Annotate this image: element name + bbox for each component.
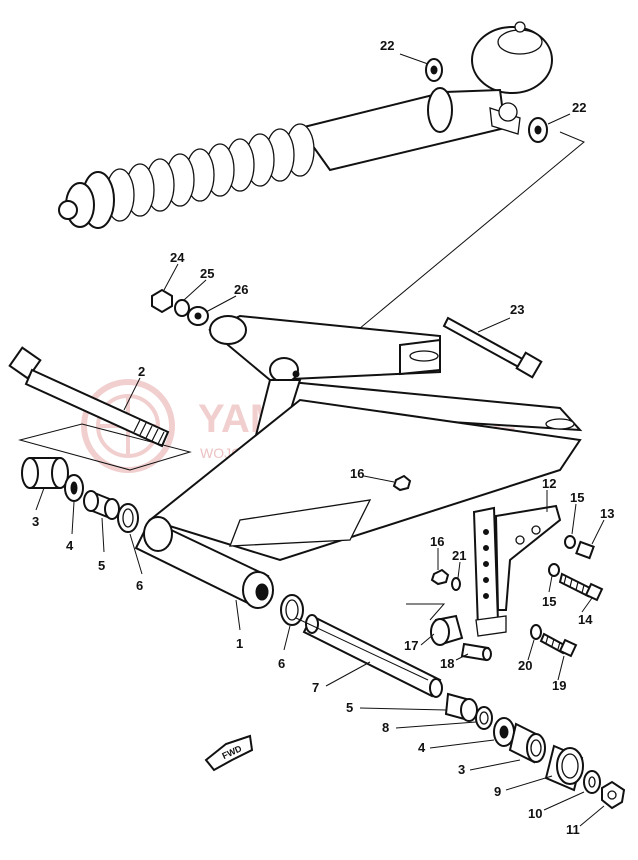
callout-9: 9 xyxy=(494,784,501,799)
callout-16-lower: 16 xyxy=(430,534,444,549)
seal-4-left xyxy=(64,474,84,502)
bushing-3-left xyxy=(21,457,69,489)
washer-20 xyxy=(530,624,542,640)
callout-12: 12 xyxy=(542,476,556,491)
callout-25: 25 xyxy=(200,266,214,281)
assembly-line-shock xyxy=(299,131,585,379)
washer-25 xyxy=(174,299,190,317)
callout-5-left: 5 xyxy=(98,558,105,573)
callout-26: 26 xyxy=(234,282,248,297)
bushing-3-right xyxy=(508,722,546,764)
bushing-5-left xyxy=(83,490,120,520)
nut-16-lower xyxy=(430,568,450,586)
washer-8 xyxy=(475,706,493,730)
callout-22-lower: 22 xyxy=(572,100,586,115)
washer-15-lower xyxy=(548,563,560,577)
callout-3-right: 3 xyxy=(458,762,465,777)
callout-13: 13 xyxy=(600,506,614,521)
bolt-23 xyxy=(442,316,543,379)
callout-10: 10 xyxy=(528,806,542,821)
bushing-5-right xyxy=(444,692,478,722)
callout-8: 8 xyxy=(382,720,389,735)
cap-9 xyxy=(544,744,584,792)
seal-6-left xyxy=(117,503,139,533)
callout-17: 17 xyxy=(404,638,418,653)
seal-4-right xyxy=(493,717,515,747)
washer-15-upper xyxy=(564,535,576,549)
spacer-17 xyxy=(430,614,464,646)
seal-6-right xyxy=(280,594,304,626)
callout-15-upper: 15 xyxy=(570,490,584,505)
callout-20: 20 xyxy=(518,658,532,673)
collar-18 xyxy=(460,642,492,662)
callout-15-lower: 15 xyxy=(542,594,556,609)
bolt-13 xyxy=(575,540,595,560)
callout-2: 2 xyxy=(138,364,145,379)
callout-7: 7 xyxy=(312,680,319,695)
callout-4-left: 4 xyxy=(66,538,74,553)
callout-1: 1 xyxy=(236,636,243,651)
callout-5-right: 5 xyxy=(346,700,353,715)
callout-22-upper: 22 xyxy=(380,38,394,53)
bolt-19 xyxy=(539,632,578,658)
nut-16-top xyxy=(392,474,412,492)
washer-22-upper xyxy=(425,58,443,82)
callout-23: 23 xyxy=(510,302,524,317)
callout-16-top: 16 xyxy=(350,466,364,481)
bracket-12 xyxy=(472,504,562,637)
swingarm-1 xyxy=(134,314,583,609)
callout-4-right: 4 xyxy=(418,740,426,755)
pivot-shaft-2 xyxy=(8,346,192,471)
washer-22-lower xyxy=(528,117,548,143)
callout-6-left: 6 xyxy=(136,578,143,593)
nut-24 xyxy=(151,288,173,314)
fwd-direction-badge: FWD xyxy=(204,734,254,772)
rear-shock-absorber xyxy=(58,21,553,229)
shock-spring xyxy=(105,123,315,222)
callout-14: 14 xyxy=(578,612,593,627)
callout-labels: 22 22 24 25 26 23 2 16 12 15 13 16 21 15… xyxy=(32,38,614,837)
collar-7 xyxy=(295,614,443,698)
callout-18: 18 xyxy=(440,656,454,671)
callout-3-left: 3 xyxy=(32,514,39,529)
nut-11 xyxy=(601,780,626,810)
callout-21: 21 xyxy=(452,548,466,563)
callout-24: 24 xyxy=(170,250,185,265)
washer-10 xyxy=(583,770,601,794)
washer-26 xyxy=(187,306,209,326)
callout-19: 19 xyxy=(552,678,566,693)
leader-lines xyxy=(35,53,605,827)
washer-21 xyxy=(451,577,461,591)
callout-6-right: 6 xyxy=(278,656,285,671)
bolt-14 xyxy=(558,572,604,602)
shaft-2-guide xyxy=(18,423,192,471)
collar-7-axis xyxy=(295,617,429,681)
callout-11: 11 xyxy=(566,822,580,837)
